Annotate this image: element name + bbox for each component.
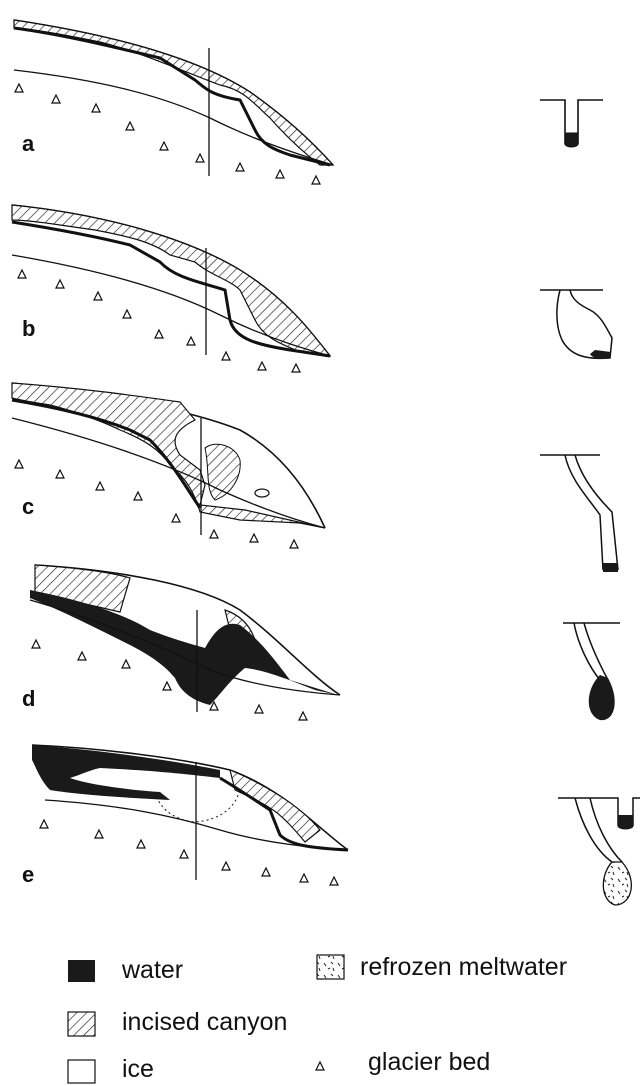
ice-swatch — [68, 1060, 95, 1083]
panel-label-b: b — [22, 318, 35, 340]
canyon-swatch — [68, 1012, 95, 1036]
refrozen-outline — [155, 790, 240, 822]
panel-c — [12, 383, 618, 572]
canyon-floor — [14, 28, 330, 165]
cross-section-e — [558, 798, 640, 905]
incised-canyon — [14, 20, 333, 165]
incised-canyon — [230, 770, 320, 842]
cross-section-a — [540, 100, 603, 147]
water-pocket — [255, 489, 269, 497]
legend-ice: ice — [122, 1057, 154, 1082]
incised-canyon — [12, 383, 325, 528]
panel-a — [14, 20, 603, 184]
bed-triangles — [15, 460, 298, 548]
legend-glacier-bed: glacier bed — [368, 1050, 490, 1075]
panel-label-a: a — [22, 133, 34, 155]
panel-d — [30, 565, 620, 720]
glacier-bed-line — [14, 70, 333, 165]
refrozen-swatch — [317, 955, 344, 979]
cross-section-d — [563, 623, 620, 720]
panel-label-d: d — [22, 688, 35, 710]
cross-section-b — [540, 290, 612, 359]
bed-triangles — [15, 84, 320, 184]
water-swatch — [68, 960, 95, 982]
legend-refrozen-meltwater: refrozen meltwater — [360, 955, 567, 980]
bed-triangles — [40, 820, 338, 885]
cross-section-c — [540, 455, 618, 572]
panel-label-e: e — [22, 864, 34, 886]
legend-incised-canyon: incised canyon — [122, 1010, 287, 1035]
water-body — [30, 590, 338, 705]
legend-water: water — [122, 958, 183, 983]
panel-e — [32, 745, 640, 905]
glacier-bed-swatch — [316, 1062, 324, 1070]
panel-b — [12, 205, 612, 372]
glacier-surface — [14, 20, 333, 165]
panel-label-c: c — [22, 496, 34, 518]
